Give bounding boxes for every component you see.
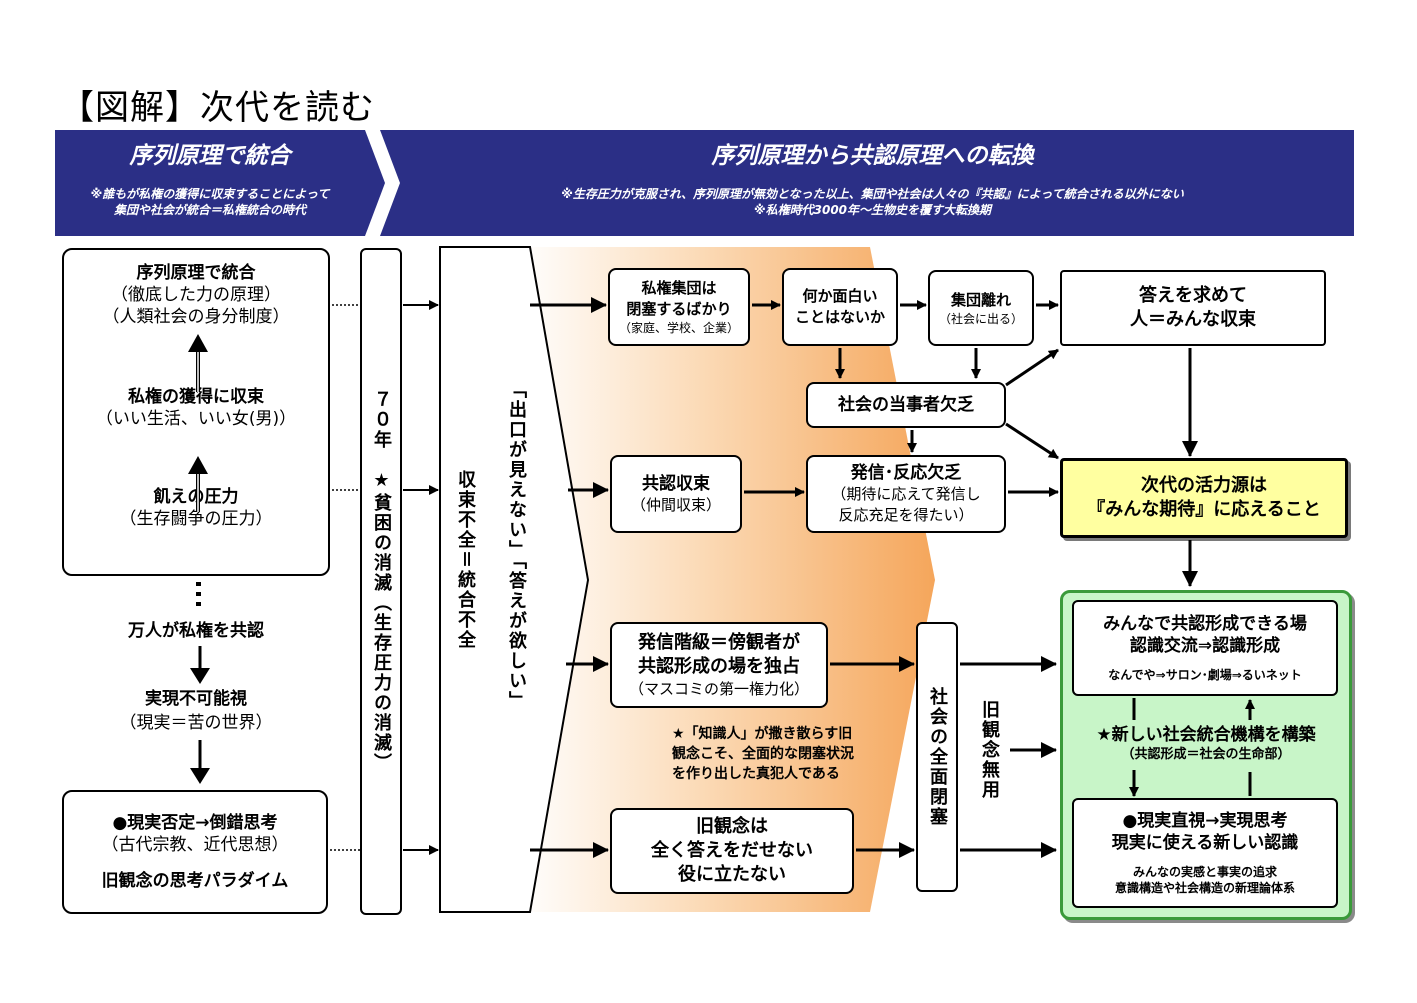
header-right: 序列原理から共認原理への転換 ※生存圧力が克服され、序列原理が無効となった以上、… xyxy=(395,136,1350,218)
box-kotae: 答えを求めて 人＝みんな収束 xyxy=(1060,270,1326,346)
dots-vertical xyxy=(196,582,201,606)
kaikyu-line2: 共認形成の場を独占 xyxy=(638,655,800,677)
kyukannen-line1: 旧観念は xyxy=(696,816,768,837)
kotae-line1: 答えを求めて xyxy=(1139,285,1247,306)
kaikyu-line1: 発信階級＝傍観者が xyxy=(638,631,800,653)
green-mid-line2: （共認形成＝社会の生命部） xyxy=(1121,747,1291,762)
shudan-line2: （社会に出る） xyxy=(938,311,1023,326)
arrow-up-1 xyxy=(188,334,208,392)
box-kyukannen: 旧観念は 全く答えをだせない 役に立たない xyxy=(610,808,854,894)
left-bottom-line2: （古代宗教、近代思想） xyxy=(101,835,289,855)
chishiki-note: ★「知識人」が撒き散らす旧 観念こそ、全面的な閉塞状況 を作り出した真犯人である xyxy=(672,724,902,784)
left-box-line3: （人類社会の身分制度） xyxy=(102,307,290,327)
left-flow-line2: 実現不可能視 xyxy=(145,689,247,709)
shudan-line1: 集団離れ xyxy=(950,290,1011,309)
chishiki-line3: を作り出した真犯人である xyxy=(672,766,840,782)
arrow-down-2 xyxy=(190,740,210,784)
green-bottom-line1: ●現実直視→実現思考 xyxy=(1122,811,1288,831)
left-box-line5: （いい生活、いい女(男)） xyxy=(95,409,297,429)
header-right-note2: ※私権時代3000年～生物史を覆す大転換期 xyxy=(753,203,992,217)
arrow-toujisha-kotae xyxy=(1005,348,1059,387)
box-zenmen: 社会の全面閉塞 xyxy=(916,622,958,892)
arrow-down-1 xyxy=(190,646,210,684)
green-top-line3: なんでや⇒サロン･劇場⇒るいネット xyxy=(1108,668,1302,682)
shiken-line3: （家庭、学校、企業） xyxy=(618,321,739,335)
zenmen-text: 社会の全面閉塞 xyxy=(927,687,948,827)
arrow-up-2 xyxy=(188,456,208,512)
left-box-line1: 序列原理で統合 xyxy=(136,263,256,283)
toujisha-line1: 社会の当事者欠乏 xyxy=(838,395,974,415)
green-mid: ★新しい社会統合機構を構築 （共認形成＝社会の生命部） xyxy=(1062,724,1350,763)
kaikyu-line3: （マスコミの第一権力化） xyxy=(628,679,809,698)
col-shusoku-text: 収束不全＝統合不全 xyxy=(455,470,476,650)
arrow-toujisha-katsuryoku xyxy=(1005,422,1059,460)
left-flow-line3: （現実＝苦の世界） xyxy=(119,713,273,733)
shusoku-shape xyxy=(439,246,590,913)
shiken-line1: 私権集団は xyxy=(641,279,717,297)
left-box: 序列原理で統合 （徹底した力の原理） （人類社会の身分制度） 私権の獲得に収束 … xyxy=(62,248,330,576)
omoshiroi-line1: 何か面白い xyxy=(802,287,878,305)
box-hasshin: 発信･反応欠乏 （期待に応えて発信し 反応充足を得たい） xyxy=(806,455,1006,533)
page-title: 【図解】次代を読む xyxy=(60,88,375,128)
kyukannen-line3: 役に立たない xyxy=(678,864,786,885)
green-bottom-line2: 現実に使える新しい認識 xyxy=(1111,833,1299,853)
hasshin-line1: 発信･反応欠乏 xyxy=(850,463,962,483)
kyonin-line2: （仲間収束） xyxy=(630,495,721,514)
box-shiken: 私権集団は 閉塞するばかり （家庭、学校、企業） xyxy=(608,268,750,346)
kyukannen-line2: 全く答えをだせない xyxy=(651,840,813,861)
left-box-line4: 私権の獲得に収束 xyxy=(128,387,264,407)
muyou-text: 旧観念無用 xyxy=(979,700,1000,800)
left-box-line2: （徹底した力の原理） xyxy=(111,285,281,305)
green-bottom-line4: 意識構造や社会構造の新理論体系 xyxy=(1114,881,1295,895)
left-box-line7: （生存闘争の圧力） xyxy=(119,509,273,529)
left-bottom-line3: 旧観念の思考パラダイム xyxy=(101,871,289,891)
header-left-note2: 集団や社会が統合＝私権統合の時代 xyxy=(113,203,306,217)
col-deguchi-text: 「出口が見えない」「答えが欲しい」 xyxy=(506,380,527,711)
hasshin-line3: 反応充足を得たい） xyxy=(838,506,974,524)
omoshiroi-line2: ことはないか xyxy=(794,308,885,326)
green-bottom-line3: みんなの実感と事実の追求 xyxy=(1132,865,1277,879)
box-kaikyu: 発信階級＝傍観者が 共認形成の場を独占 （マスコミの第一権力化） xyxy=(610,622,828,708)
header-right-shape xyxy=(380,130,1354,236)
green-top-box: みんなで共認形成できる場 認識交流⇒認識形成 なんでや⇒サロン･劇場⇒るいネット xyxy=(1072,600,1338,696)
katsuryoku-line2: 『みんな期待』に応えること xyxy=(1087,499,1321,520)
header-right-title: 序列原理から共認原理への転換 xyxy=(711,143,1034,169)
col-70-box: ７０年 ★貧困の消滅（生存圧力の消滅） xyxy=(360,248,402,915)
green-bottom-box: ●現実直視→実現思考 現実に使える新しい認識 みんなの実感と事実の追求 意識構造… xyxy=(1072,798,1338,908)
kyonin-line1: 共認収束 xyxy=(642,473,710,494)
box-shudan: 集団離れ （社会に出る） xyxy=(928,270,1034,346)
chishiki-line1: ★「知識人」が撒き散らす旧 xyxy=(672,726,853,742)
col-deguchi: 「出口が見えない」「答えが欲しい」 xyxy=(503,380,529,711)
green-top-line2: 認識交流⇒認識形成 xyxy=(1129,636,1281,656)
left-flow-line1: 万人が私権を共認 xyxy=(128,621,264,641)
left-bottom-box: ●現実否定→倒錯思考 （古代宗教、近代思想） 旧観念の思考パラダイム xyxy=(62,790,328,914)
header-left: 序列原理で統合 ※誰もが私権の獲得に収束することによって 集団や社会が統合＝私権… xyxy=(55,136,365,218)
box-katsuryoku: 次代の活力源は 『みんな期待』に応えること xyxy=(1060,458,1348,538)
box-toujisha: 社会の当事者欠乏 xyxy=(806,382,1006,428)
katsuryoku-line1: 次代の活力源は xyxy=(1141,475,1267,496)
col-shusoku: 収束不全＝統合不全 xyxy=(452,470,478,650)
muyou-label: 旧観念無用 xyxy=(976,700,1002,800)
header-left-title: 序列原理で統合 xyxy=(129,143,291,169)
box-kyonin: 共認収束 （仲間収束） xyxy=(610,455,742,533)
green-mid-line1: ★新しい社会統合機構を構築 xyxy=(1096,725,1316,745)
header-left-shape xyxy=(55,130,385,236)
green-top-line1: みんなで共認形成できる場 xyxy=(1103,614,1307,634)
col-70-text: ７０年 ★貧困の消滅（生存圧力の消滅） xyxy=(371,390,392,773)
hasshin-line2: （期待に応えて発信し xyxy=(831,485,981,503)
box-omoshiroi: 何か面白い ことはないか xyxy=(782,268,898,346)
shiken-line2: 閉塞するばかり xyxy=(626,300,732,318)
header-left-note1: ※誰もが私権の獲得に収束することによって xyxy=(90,187,330,201)
left-bottom-line1: ●現実否定→倒錯思考 xyxy=(112,813,278,833)
header-right-note1: ※生存圧力が克服され、序列原理が無効となった以上、集団や社会は人々の『共認』によ… xyxy=(561,187,1184,201)
kotae-line2: 人＝みんな収束 xyxy=(1130,309,1256,330)
chishiki-line2: 観念こそ、全面的な閉塞状況 xyxy=(672,746,854,762)
